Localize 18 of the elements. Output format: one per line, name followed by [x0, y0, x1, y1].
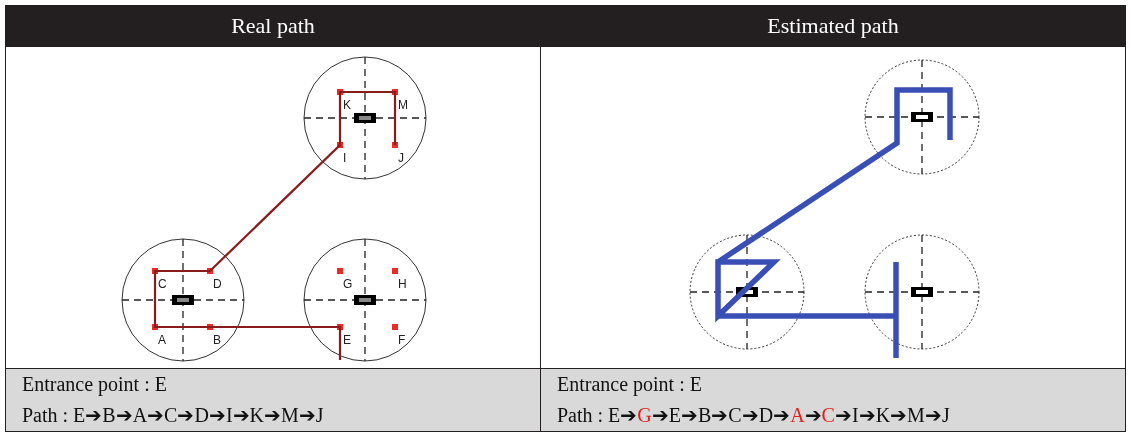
- column-header: Real path: [5, 5, 541, 47]
- point-label: E: [343, 334, 351, 346]
- path-sequence-text: Path : E➔B➔A➔C➔D➔I➔K➔M➔J: [22, 403, 324, 427]
- point-label: J: [398, 152, 404, 164]
- point-label: B: [213, 334, 221, 346]
- point-label: C: [158, 278, 167, 290]
- entrance-point-text: Entrance point : E: [557, 373, 702, 396]
- point-label: A: [158, 334, 166, 346]
- path-sequence-text: Path : E➔G➔E➔B➔C➔D➔A➔C➔I➔K➔M➔J: [557, 403, 950, 427]
- point-label: G: [343, 278, 353, 290]
- point-label: K: [343, 99, 351, 111]
- point-label: F: [398, 334, 406, 346]
- point-label: H: [398, 278, 407, 290]
- entrance-point-text: Entrance point : E: [22, 373, 167, 396]
- point-label: I: [343, 152, 347, 164]
- point-label: D: [213, 278, 222, 290]
- column-header: Estimated path: [540, 5, 1126, 47]
- point-label: M: [398, 99, 408, 111]
